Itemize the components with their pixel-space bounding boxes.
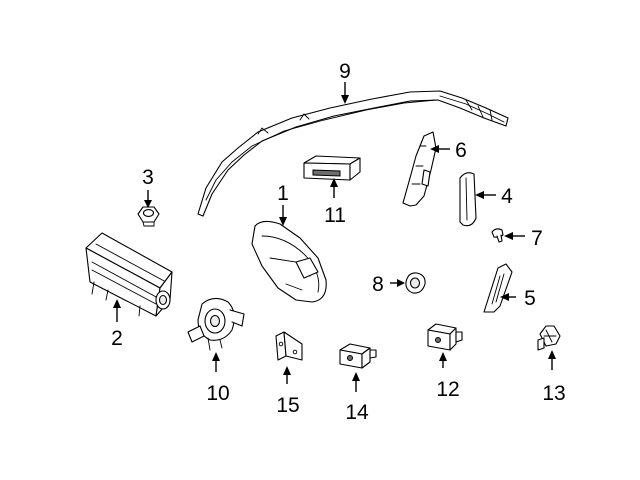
part-14-impact-sensor [339, 343, 377, 369]
part-9-curtain-airbag [197, 90, 509, 217]
arrowhead-12 [439, 352, 447, 361]
arrowhead-11 [330, 178, 338, 187]
callout-labels: 9 1 3 2 11 6 4 7 8 5 10 15 14 12 13 [111, 60, 566, 424]
part-1-driver-airbag [251, 220, 327, 303]
part-12-sensor [427, 323, 463, 351]
arrowhead-2 [113, 299, 121, 308]
arrowhead-7 [504, 232, 513, 240]
arrowhead-15 [283, 366, 291, 375]
arrowhead-8 [397, 279, 405, 287]
part-13-connector-clip [537, 325, 561, 351]
part-5-trim-piece [483, 263, 513, 313]
callout-2: 2 [111, 327, 123, 350]
arrowhead-9 [341, 95, 349, 104]
callout-9: 9 [339, 60, 351, 83]
part-7-clip [491, 228, 504, 243]
arrowhead-5 [500, 293, 509, 301]
callout-6: 6 [455, 139, 467, 162]
callout-14: 14 [345, 401, 369, 424]
callout-11: 11 [324, 204, 346, 227]
part-4-trim-cover [459, 172, 477, 227]
part-10-clock-spring [187, 297, 245, 351]
callout-13: 13 [542, 382, 565, 405]
callout-8: 8 [372, 273, 384, 296]
callout-1: 1 [277, 182, 289, 205]
callout-3: 3 [142, 166, 154, 189]
arrowhead-6 [430, 145, 439, 153]
callout-5: 5 [524, 287, 536, 310]
callout-15: 15 [276, 394, 299, 417]
callout-4: 4 [501, 185, 513, 208]
arrowhead-14 [352, 372, 360, 381]
arrowhead-4 [475, 191, 484, 199]
leader-lines [113, 82, 556, 392]
callout-7: 7 [531, 227, 543, 250]
arrowhead-10 [212, 352, 220, 361]
arrowhead-3 [144, 200, 152, 208]
part-2-passenger-airbag [85, 232, 173, 317]
callout-10: 10 [206, 382, 229, 405]
part-11-control-module [303, 155, 361, 181]
part-3-nut [137, 206, 160, 227]
callout-12: 12 [436, 378, 459, 401]
arrowhead-13 [548, 350, 556, 359]
part-8-grommet [405, 272, 426, 294]
part-15-bracket [275, 331, 303, 361]
arrowhead-1 [279, 217, 287, 226]
part-6-side-airbag [402, 131, 437, 207]
